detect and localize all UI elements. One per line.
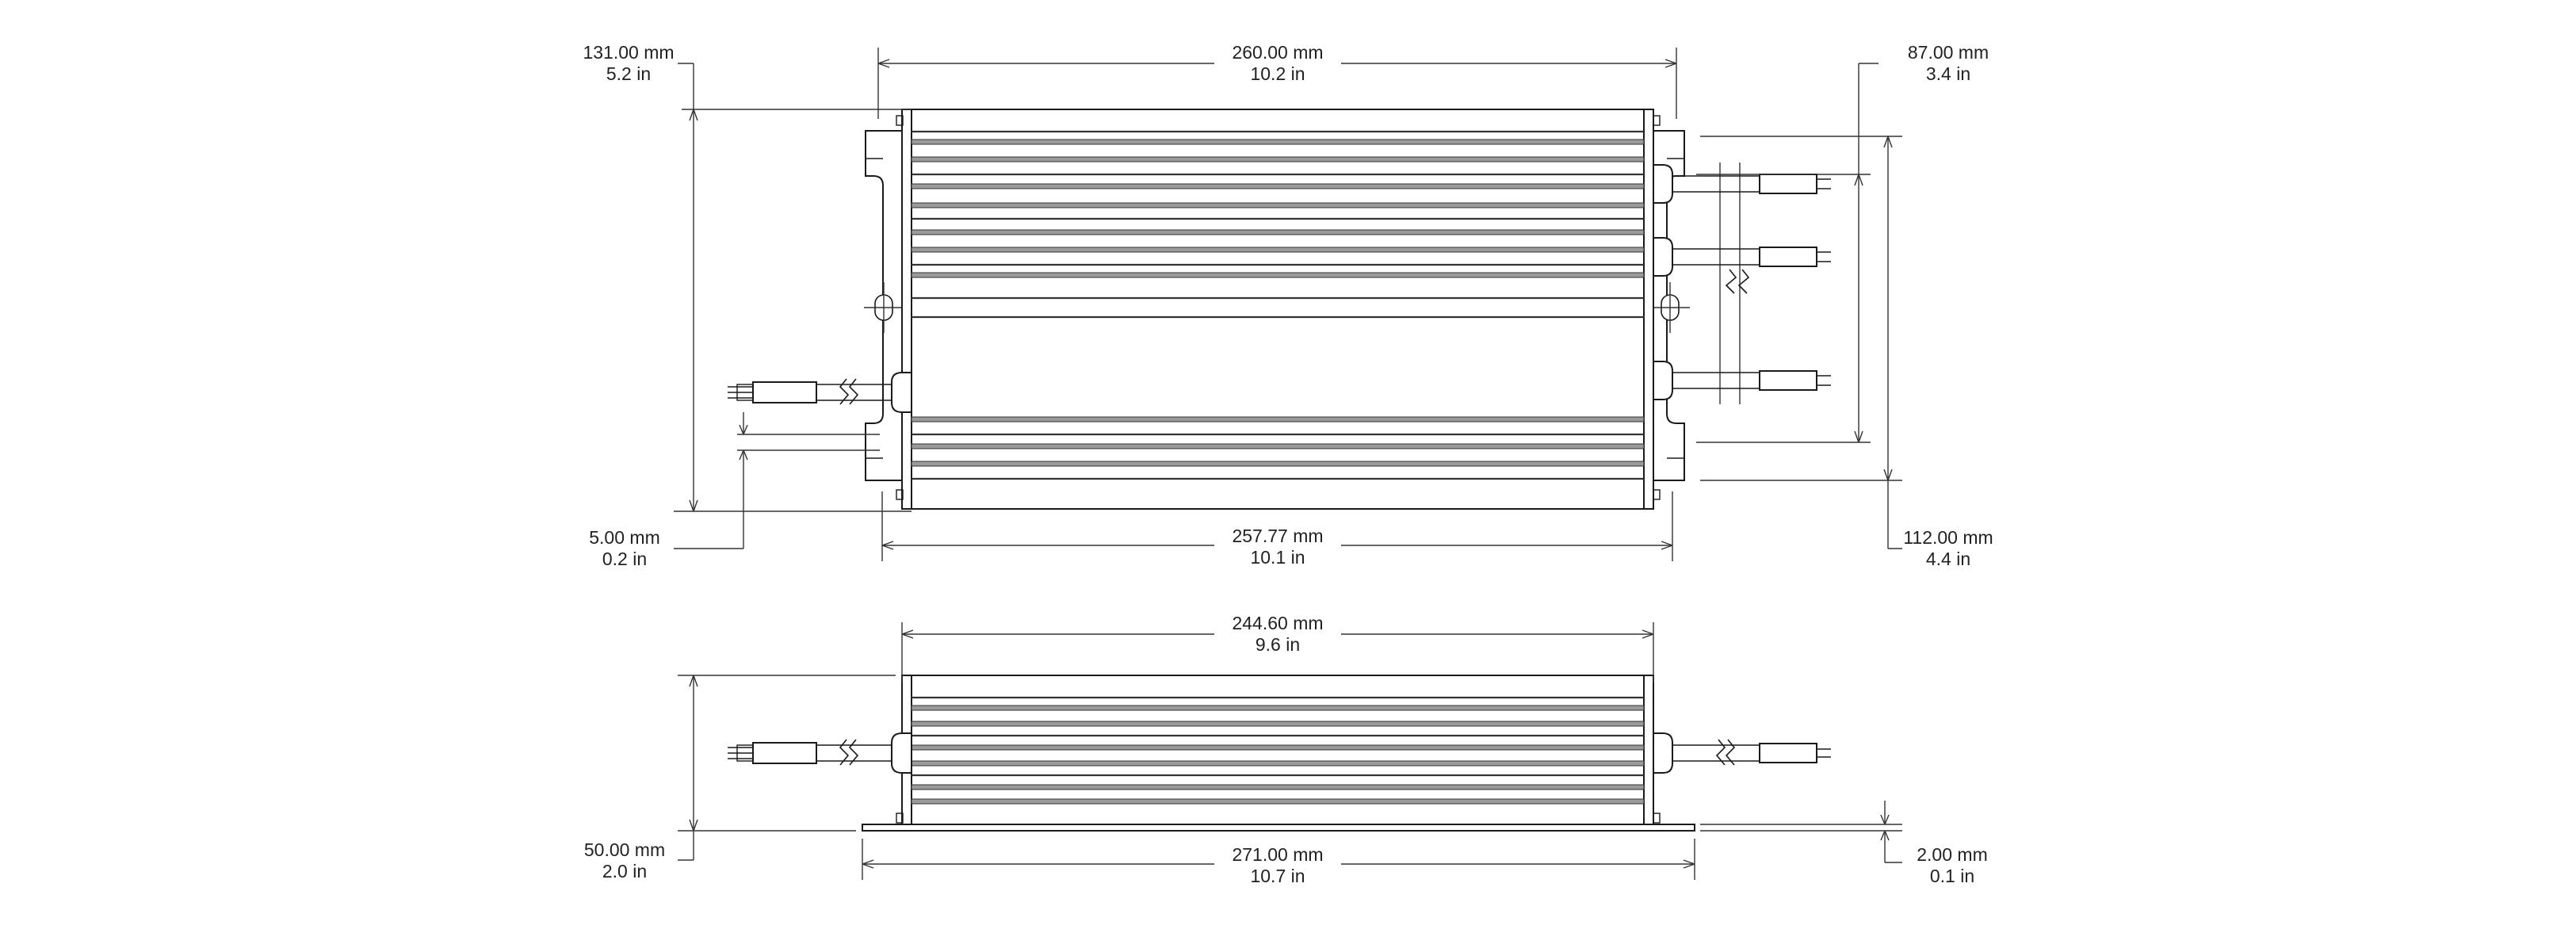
top-body	[911, 109, 1645, 510]
flange-thickness-mm: 2.00 mm	[1917, 844, 1987, 865]
output-spacing-mm: 87.00 mm	[1908, 42, 1989, 63]
top-output-cables	[1653, 163, 1831, 404]
top-input-cable	[728, 372, 912, 413]
body-length-mm: 257.77 mm	[1232, 526, 1323, 546]
dim-flange-thickness: 2.00 mm 0.1 in	[1700, 801, 1988, 886]
mount-spacing-mm: 112.00 mm	[1903, 527, 1993, 548]
slot-width-in: 0.2 in	[602, 549, 647, 569]
overall-width-in: 10.2 in	[1250, 63, 1305, 84]
dim-body-length: 257.77 mm 10.1 in	[881, 491, 1673, 569]
side-height-in: 2.0 in	[602, 861, 647, 881]
top-view: 260.00 mm 10.2 in 131.00 mm 5.2 in 5.00 …	[583, 40, 1993, 569]
flange-thickness-in: 0.1 in	[1930, 866, 1974, 886]
dim-flange-length: 271.00 mm 10.7 in	[862, 839, 1695, 888]
mount-spacing-in: 4.4 in	[1926, 549, 1970, 569]
body-length-in: 10.1 in	[1250, 547, 1305, 568]
side-body-length-in: 9.6 in	[1256, 634, 1300, 655]
dim-side-body-length: 244.60 mm 9.6 in	[901, 610, 1654, 683]
dim-overall-height: 131.00 mm 5.2 in	[583, 42, 912, 512]
flange-length-in: 10.7 in	[1250, 866, 1305, 886]
side-input-cable	[728, 732, 912, 774]
dim-slot-width: 5.00 mm 0.2 in	[589, 412, 880, 569]
top-heatsink-fins	[911, 130, 1645, 480]
side-output-cable	[1653, 732, 1831, 774]
dim-output-spacing: 87.00 mm 3.4 in	[1696, 42, 1989, 443]
side-view: 244.60 mm 9.6 in 50.00 mm 2.0 in 271.00 …	[584, 610, 1988, 888]
dim-side-height: 50.00 mm 2.0 in	[584, 675, 896, 881]
side-flange	[862, 824, 1695, 832]
dim-overall-width: 260.00 mm 10.2 in	[877, 40, 1677, 119]
side-body-length-mm: 244.60 mm	[1232, 613, 1323, 633]
dim-mount-spacing: 112.00 mm 4.4 in	[1700, 136, 1993, 569]
overall-width-mm: 260.00 mm	[1232, 42, 1323, 63]
flange-length-mm: 271.00 mm	[1232, 844, 1323, 865]
left-mount-ears	[864, 130, 908, 481]
side-height-mm: 50.00 mm	[584, 839, 665, 860]
overall-height-in: 5.2 in	[606, 63, 651, 84]
output-spacing-in: 3.4 in	[1926, 63, 1970, 84]
slot-width-mm: 5.00 mm	[589, 527, 659, 548]
overall-height-mm: 131.00 mm	[583, 42, 674, 63]
